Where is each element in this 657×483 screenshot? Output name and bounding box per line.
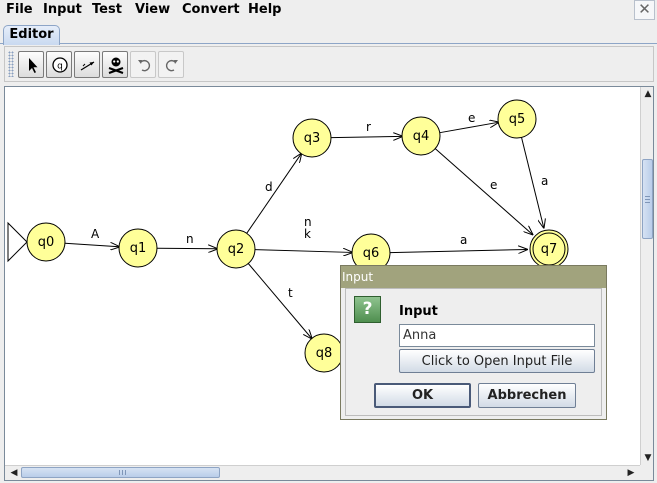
transition-label-q2-q8: t — [288, 286, 293, 300]
redo-button[interactable] — [158, 51, 184, 78]
transition-label-q4-q5: e — [468, 111, 475, 125]
tab-strip: Editor — [0, 24, 657, 45]
input-string-field[interactable] — [399, 324, 595, 347]
state-label-q1: q1 — [130, 241, 147, 256]
undo-icon — [138, 59, 151, 72]
horizontal-scroll-thumb[interactable] — [21, 467, 220, 478]
menu-convert[interactable]: Convert — [182, 2, 240, 17]
state-label-q2: q2 — [228, 242, 245, 257]
transition-q6-q7[interactable] — [389, 249, 527, 252]
menu-help[interactable]: Help — [248, 2, 282, 17]
transition-label-q6-q7: a — [460, 233, 467, 247]
state-label-q6: q6 — [363, 246, 380, 261]
state-label-q8: q8 — [316, 346, 333, 361]
transition-q3-q4[interactable] — [330, 136, 402, 137]
transition-q4-q7[interactable] — [434, 148, 532, 235]
transition-q1-q2[interactable] — [156, 248, 217, 249]
menu-test[interactable]: Test — [92, 2, 122, 17]
menu-view[interactable]: View — [135, 2, 171, 17]
redo-icon — [165, 59, 178, 72]
add-state-icon: q — [52, 57, 68, 73]
vertical-scroll-thumb[interactable] — [642, 159, 653, 239]
svg-text:q: q — [57, 62, 63, 72]
transition-label-q4-q7: e — [490, 178, 497, 192]
open-input-file-button[interactable]: Click to Open Input File — [399, 349, 595, 373]
state-tool-button[interactable]: q — [46, 51, 72, 78]
state-q6[interactable]: q6 — [351, 233, 391, 273]
state-q3[interactable]: q3 — [292, 118, 332, 158]
transition-q4-q5[interactable] — [439, 122, 499, 134]
state-label-q5: q5 — [509, 112, 526, 127]
transition-q2-q3[interactable] — [246, 154, 302, 234]
state-q0[interactable]: q0 — [26, 222, 66, 262]
vertical-scrollbar[interactable]: ▲ ▼ — [640, 87, 653, 465]
transition-q2-q6[interactable] — [254, 250, 352, 253]
scroll-left-icon[interactable]: ◀ — [10, 468, 18, 478]
scroll-up-icon[interactable]: ▲ — [644, 89, 652, 99]
input-dialog: Input ? Input Click to Open Input File O… — [340, 265, 607, 420]
scroll-down-icon[interactable]: ▼ — [644, 453, 652, 463]
transition-tool-button[interactable] — [74, 51, 100, 78]
input-label: Input — [399, 304, 438, 319]
question-icon: ? — [354, 296, 381, 323]
tab-editor[interactable]: Editor — [3, 25, 60, 45]
cancel-button[interactable]: Abbrechen — [478, 383, 576, 408]
ok-button[interactable]: OK — [374, 383, 471, 408]
horizontal-scrollbar[interactable]: ◀ ▶ — [5, 465, 640, 480]
state-q2[interactable]: q2 — [216, 229, 256, 269]
transition-label-q2-q3: d — [265, 180, 273, 194]
transition-label-q0-q1: A — [91, 227, 100, 241]
editor-toolbar: q — [4, 46, 654, 82]
close-icon[interactable]: ✕ — [634, 0, 655, 20]
initial-state-marker — [7, 221, 28, 263]
delete-icon — [108, 57, 124, 74]
delete-tool-button[interactable] — [102, 51, 128, 78]
scroll-corner — [640, 465, 653, 480]
transition-label-q1-q2: n — [186, 232, 194, 246]
transition-q0-q1[interactable] — [64, 243, 119, 247]
state-label-q3: q3 — [304, 131, 321, 146]
state-q8[interactable]: q8 — [304, 333, 344, 373]
menu-input[interactable]: Input — [43, 2, 82, 17]
menu-bar: File Input Test View Convert Help ✕ — [0, 0, 657, 22]
dialog-title[interactable]: Input — [341, 266, 606, 288]
undo-button[interactable] — [130, 51, 156, 78]
pointer-tool-button[interactable] — [18, 51, 44, 78]
transition-q2-q8[interactable] — [247, 263, 311, 339]
state-q4[interactable]: q4 — [401, 116, 441, 156]
state-label-q4: q4 — [413, 129, 430, 144]
state-q1[interactable]: q1 — [118, 228, 158, 268]
state-q5[interactable]: q5 — [497, 99, 537, 139]
state-label-q7: q7 — [541, 242, 558, 257]
dialog-body: ? Input Click to Open Input File OK Abbr… — [345, 288, 602, 416]
state-label-q0: q0 — [38, 235, 55, 250]
add-transition-icon — [80, 61, 95, 71]
menu-file[interactable]: File — [6, 2, 33, 17]
scroll-right-icon[interactable]: ▶ — [627, 468, 635, 478]
transition-label-q3-q4: r — [366, 120, 371, 134]
transition-label-q5-q7: a — [541, 174, 548, 188]
state-q7[interactable]: q7 — [529, 229, 569, 269]
pointer-icon — [29, 58, 38, 73]
toolbar-grip-icon[interactable] — [8, 51, 14, 77]
transition-q5-q7[interactable] — [521, 137, 544, 227]
